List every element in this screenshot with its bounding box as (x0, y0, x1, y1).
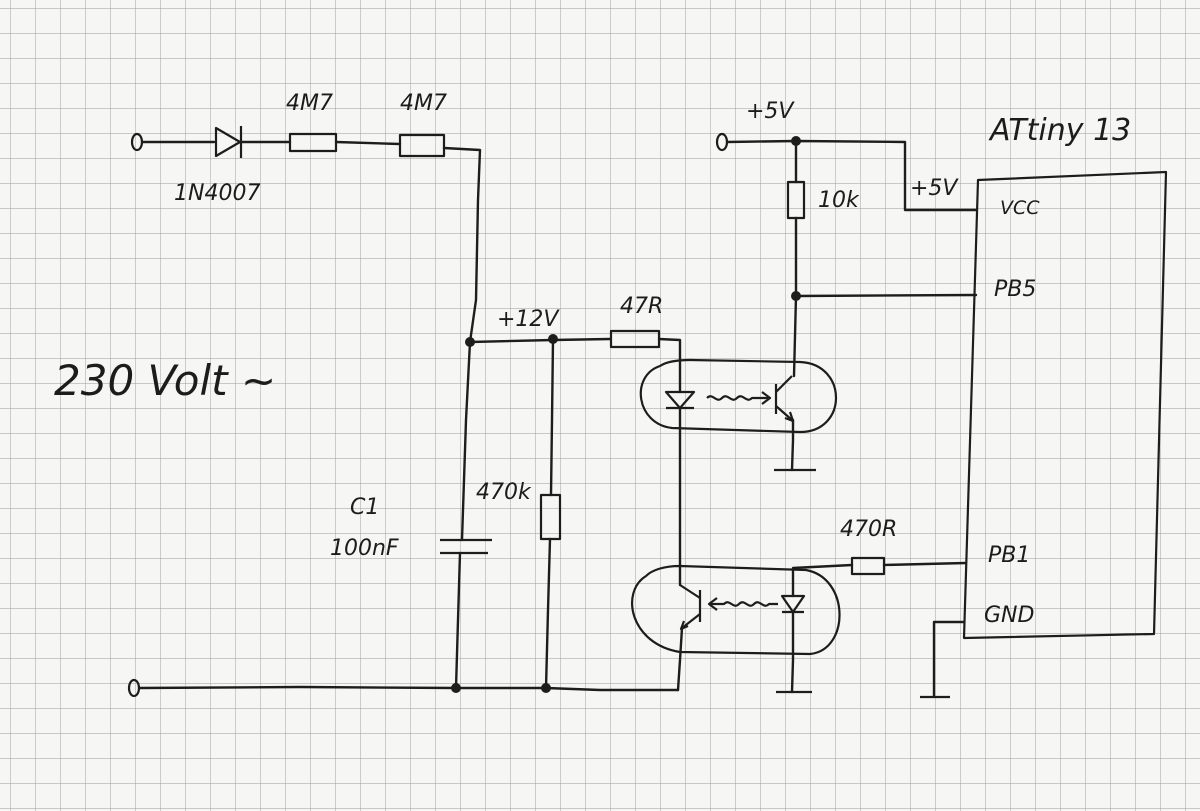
r2-value-label: 4M7 (400, 91, 447, 116)
r1-value-label: 4M7 (286, 91, 333, 116)
pin-pb5-label: PB5 (994, 277, 1036, 302)
r-bleed-value-label: 470k (476, 480, 532, 505)
optocoupler-lower (631, 563, 854, 694)
mains-voltage-label: 230 Volt ~ (54, 356, 276, 405)
r-pb1-value-label: 470R (840, 517, 897, 542)
attiny13-chip (920, 170, 1168, 699)
pb1-drive (850, 556, 968, 576)
rail-12v-label: +12V (497, 307, 560, 332)
pullup-value-label: 10k (818, 188, 860, 213)
cap-name-label: C1 (350, 495, 379, 520)
r-led-value-label: 47R (620, 294, 663, 319)
capacitor-c1 (440, 340, 492, 690)
resistor-470k-branch (539, 337, 562, 690)
mains-input-bottom (127, 678, 680, 698)
pin-pb1-label: PB1 (988, 543, 1030, 568)
chip-name-label: ATtiny 13 (988, 113, 1131, 148)
cap-value-label: 100nF (330, 536, 399, 561)
diode-label: 1N4007 (174, 181, 260, 206)
optocoupler-upper (639, 358, 837, 587)
rail-5v-label: +5V (746, 99, 795, 124)
pin-vcc-label: VCC (1000, 197, 1040, 219)
resistor-4m7-b (398, 133, 446, 158)
mains-input-top (130, 126, 482, 344)
supply-5v (715, 132, 978, 472)
chip-vcc-rail-label: +5V (910, 176, 959, 201)
pin-gnd-label: GND (984, 603, 1034, 628)
